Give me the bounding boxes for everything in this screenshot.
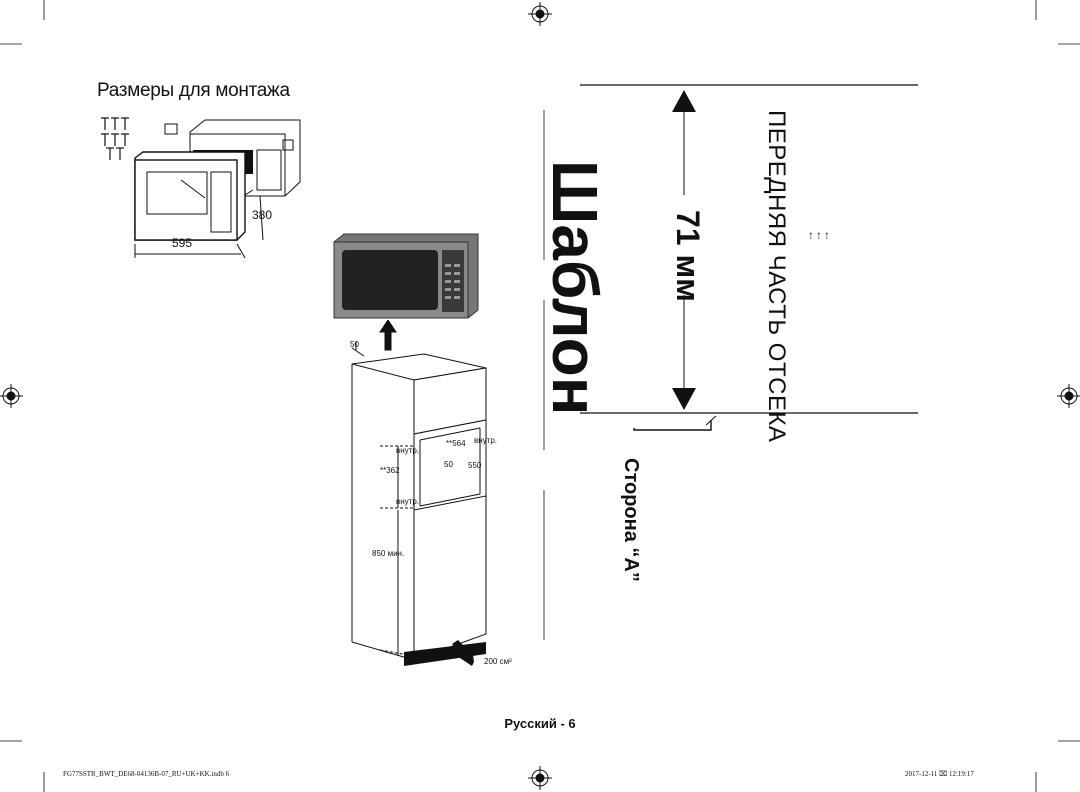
dim-850: 850 мин. [372,549,405,558]
dim-50-top: 50 [350,340,359,349]
section-title: Размеры для монтажа [97,80,290,101]
registration-mark-right [1057,384,1080,408]
template-guides [543,84,918,650]
bracket-icon [164,123,178,135]
arrow-up-icon [672,90,696,112]
template-word: Шаблон [539,160,611,416]
registration-mark-left [0,384,23,408]
side-label: Сторона “A” [620,458,642,582]
template-distance: 71 мм [670,210,706,302]
front-label: ПЕРЕДНЯЯ ЧАСТЬ ОТСЕКА [763,110,790,443]
up-arrows-icon: ↑↑↑ [808,228,832,242]
inner-label-1: внутр. [396,446,420,455]
arrow-down-icon [672,388,696,410]
dim-550: 550 [468,461,482,470]
microwave-illustration [333,233,479,319]
inner-label-2: внутр. [474,436,498,445]
height-label: 380 [252,208,273,222]
dim-564: **564 [446,439,466,448]
page-number: Русский - 6 [504,716,576,731]
dim-362: **362 [380,466,400,475]
screws-icon [101,117,129,160]
file-info: FG77SSTR_BWT_DE68-04136B-07_RU+UK+KK.ind… [63,770,230,778]
registration-mark-top [528,2,552,26]
registration-mark-bottom [528,766,552,790]
vent-area: 200 см² [484,657,512,666]
airflow-arrow-icon [452,640,474,666]
inner-label-3: внутр. [396,497,420,506]
cabinet-diagram [351,320,487,666]
width-label: 595 [172,236,193,250]
print-date: 2017-12-11 ⌧ 12:19:17 [905,770,974,778]
dim-50-mid: 50 [444,460,453,469]
mounting-kit-diagram [101,117,301,259]
